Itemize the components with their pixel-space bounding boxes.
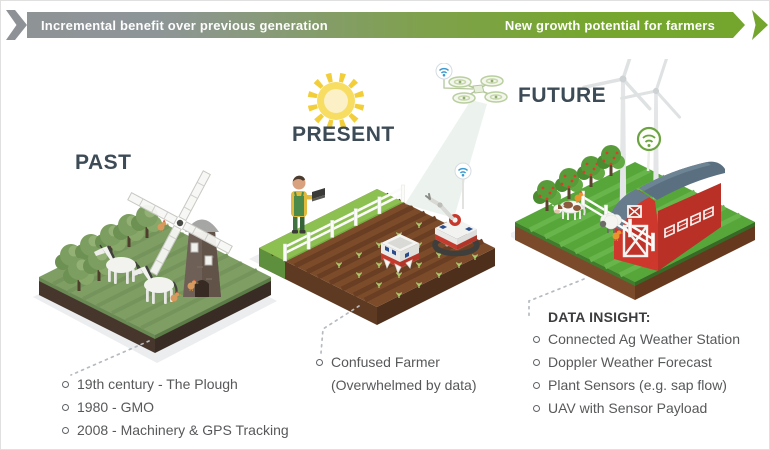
sheep-icon — [599, 212, 622, 233]
present-caption: Confused Farmer (Overwhelmed by data) — [316, 354, 477, 393]
banner-right-label: New growth potential for farmers — [504, 17, 715, 33]
chicken-icon — [612, 228, 625, 242]
list-item-label: 2008 - Machinery & GPS Tracking — [77, 422, 289, 438]
future-field — [515, 162, 755, 300]
horse-icon — [130, 263, 178, 306]
list-item: 1980 - GMO — [62, 399, 289, 415]
list-item-label: 19th century - The Plough — [77, 376, 238, 392]
fence — [283, 184, 405, 262]
leader-line-past — [70, 340, 150, 376]
windmill-icon — [127, 170, 233, 297]
apple-tree-icon — [597, 145, 625, 176]
barn-icon — [607, 161, 725, 271]
wifi-icon — [636, 126, 662, 172]
wifi-icon — [454, 162, 472, 180]
caption-line: Confused Farmer — [331, 354, 440, 370]
present-title: PRESENT — [292, 123, 395, 146]
list-item: Plant Sensors (e.g. sap flow) — [533, 377, 740, 393]
arrow-tip-icon — [752, 10, 768, 40]
tree-icon — [83, 248, 114, 281]
past-field — [39, 219, 271, 353]
present-field — [259, 189, 495, 325]
tree-row — [55, 205, 162, 291]
tree-icon — [113, 214, 144, 247]
apple-tree-icon — [577, 156, 605, 187]
list-item-label: Doppler Weather Forecast — [548, 354, 712, 370]
chicken-icon — [187, 278, 200, 292]
list-item-label: Connected Ag Weather Station — [548, 331, 740, 347]
tree-icon — [63, 258, 94, 291]
banner-bar: Incremental benefit over previous genera… — [27, 12, 745, 38]
list-item: 19th century - The Plough — [62, 376, 289, 392]
bullet-icon — [62, 403, 69, 411]
drone-icon — [435, 63, 508, 104]
bullet-icon — [533, 381, 540, 389]
past-title: PAST — [75, 151, 132, 174]
fence — [581, 190, 655, 252]
tree-icon — [131, 205, 162, 238]
list-item: UAV with Sensor Payload — [533, 400, 740, 416]
caption-line: (Overwhelmed by data) — [331, 377, 477, 393]
ground-shadow — [511, 174, 753, 298]
bullet-icon — [533, 404, 540, 412]
apple-tree-icon — [533, 180, 561, 211]
bullet-icon — [533, 335, 540, 343]
light-beam — [405, 100, 487, 218]
future-data-insight-list: DATA INSIGHT: Connected Ag Weather Stati… — [533, 309, 740, 423]
wind-turbine-icon — [620, 59, 698, 200]
future-title: FUTURE — [518, 84, 607, 107]
leader-line-present — [320, 305, 360, 354]
past-scene-illustration — [33, 170, 277, 363]
seedling-rows — [335, 221, 479, 299]
past-milestones-list: 19th century - The Plough 1980 - GMO 200… — [62, 376, 289, 445]
banner-left-label: Incremental benefit over previous genera… — [41, 17, 328, 33]
chicken-icon — [170, 290, 183, 304]
bullet-icon — [533, 358, 540, 366]
robot-icon — [381, 234, 419, 275]
tree-icon — [55, 244, 86, 277]
apple-tree-icon — [555, 168, 583, 199]
list-heading: DATA INSIGHT: — [548, 309, 651, 325]
ground-shadow — [33, 237, 277, 363]
cow-icon — [551, 200, 586, 220]
horse-icon — [92, 243, 140, 286]
tree-icon — [95, 224, 126, 257]
farmer-icon — [291, 175, 325, 234]
orchard — [533, 145, 625, 211]
wind-turbine-icon — [582, 59, 671, 203]
bullet-icon — [62, 426, 69, 434]
bullet-icon — [316, 358, 323, 366]
sun-icon — [307, 72, 365, 130]
list-item-label: 1980 - GMO — [77, 399, 155, 415]
chicken-icon — [157, 219, 170, 233]
list-item: Doppler Weather Forecast — [533, 354, 740, 370]
chicken-icon — [574, 190, 587, 204]
chevron-left-icon — [6, 10, 27, 40]
robot-icon — [425, 162, 480, 257]
list-item: Confused Farmer — [316, 354, 477, 370]
list-item-label: UAV with Sensor Payload — [548, 400, 708, 416]
barn-windows — [664, 205, 714, 239]
present-scene-illustration — [249, 63, 508, 325]
list-item: 2008 - Machinery & GPS Tracking — [62, 422, 289, 438]
tree-icon — [75, 234, 106, 267]
list-item-label: Plant Sensors (e.g. sap flow) — [548, 377, 727, 393]
bullet-icon — [62, 380, 69, 388]
wifi-icon — [435, 63, 453, 80]
ground-shadow — [249, 200, 489, 321]
list-item: Connected Ag Weather Station — [533, 331, 740, 347]
